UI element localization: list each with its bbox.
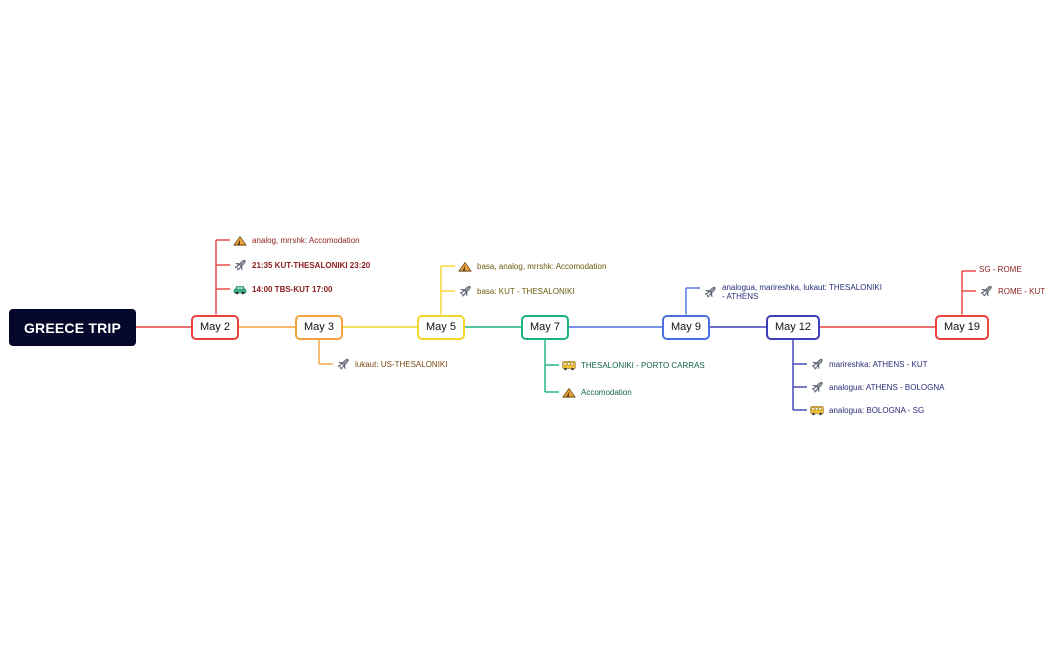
date-node-may12[interactable]: May 12 bbox=[766, 314, 820, 340]
date-node-label: May 5 bbox=[426, 321, 456, 333]
event-item-label: analogua: ATHENS - BOLOGNA bbox=[829, 382, 945, 392]
airplane-icon bbox=[233, 259, 247, 271]
event-item-label: analog, mrrshk: Accomodation bbox=[252, 235, 360, 245]
event-item[interactable]: THESALONIKI - PORTO CARRAS bbox=[562, 359, 705, 371]
root-topic-label: GREECE TRIP bbox=[23, 319, 122, 336]
date-node-may2[interactable]: May 2 bbox=[191, 314, 239, 340]
date-node-may19[interactable]: May 19 bbox=[935, 314, 989, 340]
event-item[interactable]: analogua: BOLOGNA - SG bbox=[810, 404, 924, 416]
event-item[interactable]: analogua, marireshka, lukaut: THESALONIK… bbox=[703, 283, 882, 301]
event-item-label: SG - ROME bbox=[979, 265, 1022, 274]
event-item-label: basa: KUT - THESALONIKI bbox=[477, 286, 575, 296]
event-item-label: 14:00 TBS-KUT 17:00 bbox=[252, 284, 333, 294]
date-node-may9[interactable]: May 9 bbox=[662, 314, 710, 340]
event-item[interactable]: basa: KUT - THESALONIKI bbox=[458, 285, 575, 297]
car-icon bbox=[233, 283, 247, 295]
date-node-label: May 3 bbox=[304, 321, 334, 333]
date-node-label: May 19 bbox=[943, 321, 981, 333]
camping-tent-icon bbox=[233, 234, 247, 246]
airplane-icon bbox=[810, 381, 824, 393]
date-node-label: May 2 bbox=[200, 321, 230, 333]
bus-icon bbox=[810, 404, 824, 416]
event-item[interactable]: 21:35 KUT-THESALONIKI 23:20 bbox=[233, 259, 370, 271]
airplane-icon bbox=[336, 358, 350, 370]
event-item-label: analogua, marireshka, lukaut: THESALONIK… bbox=[722, 283, 882, 301]
event-item[interactable]: SG - ROME bbox=[979, 265, 1022, 274]
event-item[interactable]: ROME - KUT bbox=[979, 285, 1045, 297]
camping-tent-icon bbox=[562, 386, 576, 398]
event-item-label: ROME - KUT bbox=[998, 286, 1046, 296]
root-topic-greece-trip[interactable]: GREECE TRIP bbox=[9, 309, 136, 346]
date-node-may3[interactable]: May 3 bbox=[295, 314, 343, 340]
event-item[interactable]: lukaut: US-THESALONIKI bbox=[336, 358, 447, 370]
date-node-may5[interactable]: May 5 bbox=[417, 314, 465, 340]
event-item[interactable]: marireshka: ATHENS - KUT bbox=[810, 358, 928, 370]
event-item[interactable]: basa, analog, mrrshk: Accomodation bbox=[458, 260, 606, 272]
airplane-icon bbox=[703, 286, 717, 298]
date-node-label: May 9 bbox=[671, 321, 701, 333]
event-item-label: THESALONIKI - PORTO CARRAS bbox=[581, 360, 705, 370]
event-item-label: lukaut: US-THESALONIKI bbox=[355, 359, 448, 369]
airplane-icon bbox=[458, 285, 472, 297]
event-item[interactable]: analogua: ATHENS - BOLOGNA bbox=[810, 381, 944, 393]
event-item-label: analogua: BOLOGNA - SG bbox=[829, 405, 925, 415]
event-item-label: 21:35 KUT-THESALONIKI 23:20 bbox=[252, 260, 371, 270]
airplane-icon bbox=[979, 285, 993, 297]
event-item-label: Accomodation bbox=[581, 387, 632, 397]
event-item[interactable]: 14:00 TBS-KUT 17:00 bbox=[233, 283, 332, 295]
date-node-may7[interactable]: May 7 bbox=[521, 314, 569, 340]
bus-icon bbox=[562, 359, 576, 371]
date-node-label: May 7 bbox=[530, 321, 560, 333]
airplane-icon bbox=[810, 358, 824, 370]
event-item[interactable]: analog, mrrshk: Accomodation bbox=[233, 234, 360, 246]
event-item-label: basa, analog, mrrshk: Accomodation bbox=[477, 261, 607, 271]
camping-tent-icon bbox=[458, 260, 472, 272]
date-node-label: May 12 bbox=[774, 321, 812, 333]
event-item-label: marireshka: ATHENS - KUT bbox=[829, 359, 928, 369]
event-item[interactable]: Accomodation bbox=[562, 386, 632, 398]
